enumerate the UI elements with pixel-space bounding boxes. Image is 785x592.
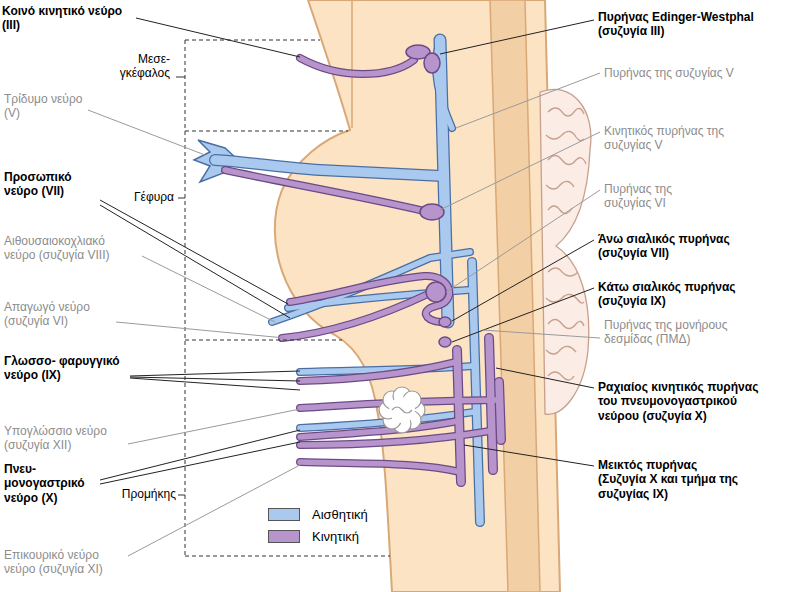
cerebellum [540, 89, 591, 414]
nerve-label: Επικουρικό νεύρο νεύρο (συζυγία XI) [4, 548, 126, 577]
aqueduct-line [351, 0, 353, 128]
nucleus-label: Άνω σιαλικός πυρήνας (συζυγία VII) [598, 232, 758, 261]
region-label: Προμήκης [116, 487, 176, 501]
nerve-label: Γλωσσο- φαρυγγικό νεύρο (IX) [4, 354, 128, 383]
leader-lines-black [100, 18, 594, 484]
nucleus-label: Ραχιαίος κινητικός πυρήνας του πνευμονογ… [598, 380, 781, 423]
nerve-fibres [215, 40, 501, 522]
nucleus-label: Κινητικός πυρήνας της συζυγίας V [604, 124, 724, 153]
nucleus-label: Μεικτός πυρήνας (Συζυγία X και τμήμα της… [598, 458, 748, 501]
nucleus-label: Κάτω σιαλικός πυρήνας (συζυγία IX) [598, 280, 758, 309]
region-bracket [176, 40, 390, 556]
legend-text: Αισθητική [310, 507, 370, 523]
legend-swatch [268, 508, 300, 521]
nucleus-label: Πυρήνας της συζυγίας V [604, 66, 780, 80]
nucleus-label: Πυρήνας της μονήρους δεσμίδας (ΠΜΔ) [604, 318, 744, 347]
nerve-label: Απαγωγό νεύρο (συζυγία VI) [4, 300, 114, 329]
motor-nuclei [406, 45, 451, 347]
nerve-label: Αιθουσαιοκοχλιακό νεύρο (συζυγία VIII) [4, 234, 139, 263]
nerve-label: Πνευ- μονογαστρικό νεύρο (X) [4, 462, 99, 505]
nucleus-label: Πυρήνας Edinger-Westphal (συζυγία III) [598, 10, 778, 39]
leader-lines-grey [88, 73, 600, 556]
nerve-label: Τρίδυμο νεύρο (V) [4, 92, 84, 121]
region-label: Γέφυρα [130, 190, 174, 204]
nerve-label: Κοινό κινητικό νεύρο (III) [2, 4, 132, 33]
nerve-label: Προσωπικό νεύρο (VII) [4, 170, 99, 199]
nucleus-label: Πυρήνας της συζυγίας VI [604, 182, 700, 211]
nerve-label: Υπογλώσσιο νεύρο (συζυγία XII) [4, 424, 126, 453]
region-label: Μεσε- γκέφαλος [106, 52, 170, 81]
inferior-olive [379, 387, 425, 433]
brainstem-outline [275, 0, 560, 592]
legend-text: Κινητική [310, 529, 361, 545]
legend-swatch [268, 530, 300, 543]
ventricle-band [490, 0, 540, 592]
